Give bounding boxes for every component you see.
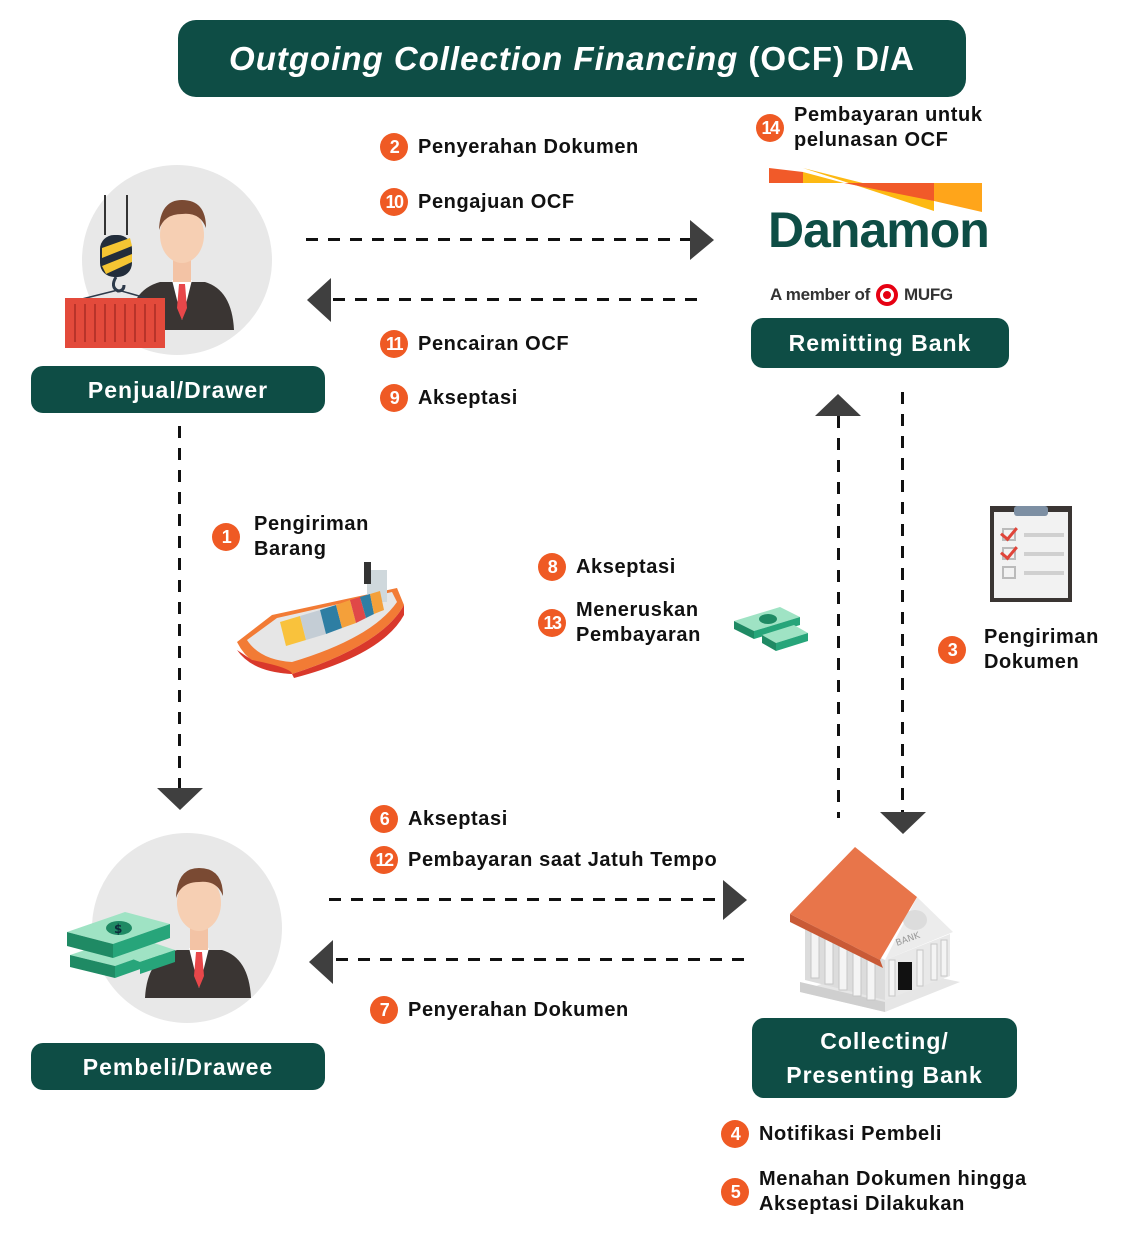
step-text: Dokumen	[984, 651, 1080, 673]
step-badge: 7	[370, 996, 398, 1024]
step-text: Pengiriman	[984, 626, 1099, 648]
step-badge: 13	[538, 609, 566, 637]
step-4: 4 Notifikasi Pembeli	[721, 1120, 942, 1148]
step-text: Akseptasi	[576, 555, 676, 578]
step-text: Penyerahan Dokumen	[418, 135, 639, 158]
step-text: Barang	[254, 538, 327, 560]
step-badge: 5	[721, 1178, 749, 1206]
mufg-text: MUFG	[903, 285, 953, 304]
arrow-seller-to-buyer-line	[178, 426, 181, 788]
arrow-remitting-to-seller-line	[333, 298, 705, 301]
collecting-bank-label-line1: Collecting/	[820, 1028, 949, 1054]
step-6: 6 Akseptasi	[370, 805, 508, 833]
arrow-right-head-icon	[723, 880, 747, 920]
step-badge: 4	[721, 1120, 749, 1148]
arrow-down-head-icon	[157, 788, 203, 810]
page-title: Outgoing Collection Financing (OCF) D/A	[178, 20, 966, 97]
collecting-bank-label: Collecting/ Presenting Bank	[752, 1018, 1017, 1098]
step-text: Akseptasi	[418, 386, 518, 409]
danamon-logo-stripes-icon	[769, 168, 982, 212]
remitting-bank-label: Remitting Bank	[751, 318, 1009, 368]
svg-text:$: $	[114, 922, 122, 936]
step-8: 8 Akseptasi	[538, 553, 676, 581]
collecting-bank-label-line2: Presenting Bank	[786, 1062, 983, 1088]
arrow-remitting-to-collecting-line	[901, 392, 904, 812]
step-badge: 1	[212, 523, 240, 551]
step-text: Notifikasi Pembeli	[759, 1122, 943, 1145]
step-11: 11 Pencairan OCF	[380, 330, 569, 358]
arrow-down-head-icon	[880, 812, 926, 834]
title-italic: Outgoing Collection Financing	[229, 39, 739, 77]
arrow-left-head-icon	[309, 940, 333, 984]
step-10: 10 Pengajuan OCF	[380, 188, 575, 216]
step-badge: 6	[370, 805, 398, 833]
step-text: Meneruskan	[576, 599, 699, 621]
step-text: Penyerahan Dokumen	[408, 998, 629, 1021]
step-9: 9 Akseptasi	[380, 384, 518, 412]
member-text: A member of	[770, 285, 870, 304]
checklist-clipboard-icon	[990, 506, 1072, 602]
cargo-ship-icon	[237, 562, 404, 678]
step-text: Akseptasi Dilakukan	[759, 1193, 965, 1215]
cash-stack-icon	[734, 607, 808, 651]
step-12: 12 Pembayaran saat Jatuh Tempo	[370, 846, 717, 874]
step-text: Pembayaran untuk	[794, 104, 983, 126]
step-14: 14 Pembayaran untuk pelunasan OCF	[756, 103, 983, 153]
step-badge: 2	[380, 133, 408, 161]
mufg-logo-icon	[875, 284, 898, 306]
arrow-left-head-icon	[307, 278, 331, 322]
title-normal: (OCF) D/A	[748, 39, 915, 77]
step-text: pelunasan OCF	[794, 129, 949, 151]
arrow-right-head-icon	[690, 220, 714, 260]
step-text: Akseptasi	[408, 807, 508, 830]
arrow-collecting-to-remitting-line	[837, 416, 840, 818]
step-badge: 12	[370, 846, 398, 874]
step-badge: 10	[380, 188, 408, 216]
arrow-collecting-to-buyer-line	[336, 958, 746, 961]
businessman-with-container-icon	[65, 195, 234, 348]
step-badge: 11	[380, 330, 408, 358]
step-badge: 14	[756, 114, 784, 142]
mufg-member-line: A member of MUFG	[770, 284, 953, 306]
bank-building-icon: BANK	[790, 847, 960, 1012]
step-text: Pengiriman	[254, 513, 369, 535]
seller-label: Penjual/Drawer	[31, 366, 325, 413]
step-badge: 3	[938, 636, 966, 664]
step-text: Pembayaran saat Jatuh Tempo	[408, 848, 718, 871]
step-2: 2 Penyerahan Dokumen	[380, 133, 639, 161]
step-badge: 8	[538, 553, 566, 581]
businessman-with-money-icon: $	[67, 868, 251, 998]
step-7: 7 Penyerahan Dokumen	[370, 996, 629, 1024]
step-badge: 9	[380, 384, 408, 412]
arrow-seller-to-remitting-line	[306, 238, 690, 241]
arrow-buyer-to-collecting-line	[329, 898, 723, 901]
arrow-up-head-icon	[815, 394, 861, 416]
danamon-logo: Danamon	[768, 202, 990, 258]
buyer-label: Pembeli/Drawee	[31, 1043, 325, 1090]
step-text: Pencairan OCF	[418, 332, 570, 355]
step-text: Pengajuan OCF	[418, 190, 575, 213]
step-text: Menahan Dokumen hingga	[759, 1168, 1027, 1190]
step-text: Pembayaran	[576, 624, 701, 646]
